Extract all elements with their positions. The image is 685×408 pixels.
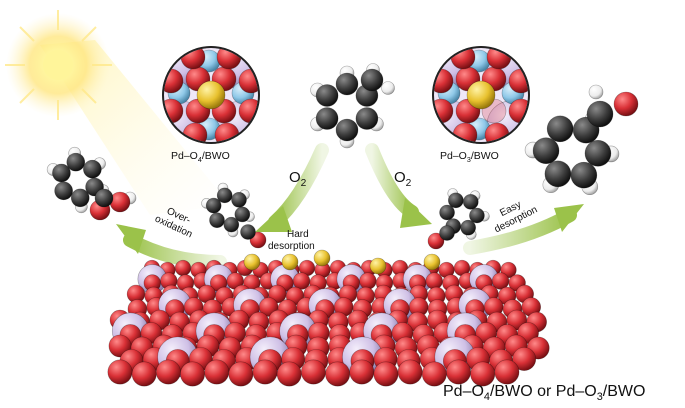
palladium-atom <box>243 253 261 271</box>
oxygen-atom <box>349 359 375 385</box>
bottom-caption: Pd–O4/BWO or Pd–O3/BWO <box>443 383 646 404</box>
carbon-atom <box>231 192 247 208</box>
oxygen-atom <box>180 361 206 387</box>
catalyst-slab <box>107 249 550 387</box>
palladium-atom <box>313 249 331 267</box>
pd-o4-inset <box>162 46 260 144</box>
carbon-atom <box>448 192 464 209</box>
oxygen-atom <box>373 361 399 387</box>
oxygen-atom <box>300 359 326 385</box>
carbon-atom <box>570 161 598 189</box>
palladium-atom <box>196 80 226 110</box>
benzaldehyde-adsorbed-left <box>201 182 267 249</box>
carbon-atom <box>94 188 114 208</box>
palladium-atom <box>466 80 496 110</box>
benzaldehyde-adsorbed-right <box>427 188 490 250</box>
carbon-atom <box>469 207 485 224</box>
arrow-over-oxidation <box>123 233 227 269</box>
oxygen-atom <box>276 361 302 387</box>
oxygen-atom <box>325 361 351 387</box>
hard-desorption-label: Hard desorption <box>268 229 315 252</box>
oxygen-atom <box>613 91 639 117</box>
carbon-atom <box>546 115 574 143</box>
pd-o3-inset <box>432 46 530 144</box>
carbon-atom <box>52 163 71 183</box>
carbon-atom <box>223 216 240 233</box>
reaction-arrows <box>116 143 584 269</box>
carbon-atom <box>360 68 384 92</box>
oxygen-atom <box>155 359 181 385</box>
carbon-atom <box>439 204 455 221</box>
carbon-atom <box>460 219 476 236</box>
carbon-atom <box>216 187 233 204</box>
carbon-atom <box>209 212 225 228</box>
oxygen-atom <box>204 359 230 385</box>
hydrogen-atom <box>381 81 395 95</box>
carbon-atom <box>205 197 222 214</box>
oxygen-atom <box>268 284 287 304</box>
benzoic-acid-molecule <box>46 146 137 221</box>
carbon-atom <box>54 181 73 201</box>
oxygen-atom <box>427 232 445 250</box>
carbon-atom <box>66 152 86 172</box>
left-catalyst-label: Pd–O4/BWO <box>171 150 230 165</box>
oxygen-atom <box>252 359 278 385</box>
toluene-molecule <box>310 63 395 149</box>
oxygen-atom <box>107 359 133 385</box>
carbon-atom <box>355 107 379 130</box>
oxygen-atom <box>131 361 157 387</box>
oxygen-atom <box>425 272 443 290</box>
carbon-atom <box>315 107 339 130</box>
palladium-atom <box>281 253 299 271</box>
carbon-atom <box>70 188 90 208</box>
palladium-atom <box>369 257 387 275</box>
carbon-atom <box>584 139 612 167</box>
carbon-atom <box>335 72 359 96</box>
oxygen-atom <box>109 191 131 213</box>
oxygen-atom <box>292 272 311 290</box>
carbon-atom <box>234 206 251 223</box>
carbon-atom <box>240 224 256 240</box>
oxygen-atom <box>228 361 254 387</box>
benzaldehyde-molecule <box>524 84 639 196</box>
oxygen-atom <box>512 347 537 371</box>
carbon-atom <box>83 159 102 179</box>
oxygen-atom <box>174 259 192 277</box>
oxygen-atom <box>491 272 510 290</box>
carbon-atom <box>532 137 560 165</box>
palladium-atom <box>423 253 441 271</box>
carbon-atom <box>335 118 359 142</box>
oxygen-atom <box>494 359 520 385</box>
oxygen-atom <box>397 359 423 385</box>
carbon-atom <box>544 160 572 188</box>
hydrogen-atom <box>588 84 604 100</box>
oxygen-atom <box>446 359 471 385</box>
carbon-atom <box>315 84 339 107</box>
left-o2-label: O2 <box>289 169 307 189</box>
oxygen-atom <box>359 272 377 290</box>
right-catalyst-label: Pd–O3/BWO <box>440 150 499 165</box>
right-o2-label: O2 <box>394 169 412 189</box>
carbon-atom <box>586 100 614 128</box>
carbon-atom <box>462 194 479 210</box>
oxygen-atom <box>470 361 496 387</box>
sun-icon <box>5 10 230 215</box>
carbon-atom <box>439 225 455 241</box>
oxygen-atom <box>421 361 447 387</box>
